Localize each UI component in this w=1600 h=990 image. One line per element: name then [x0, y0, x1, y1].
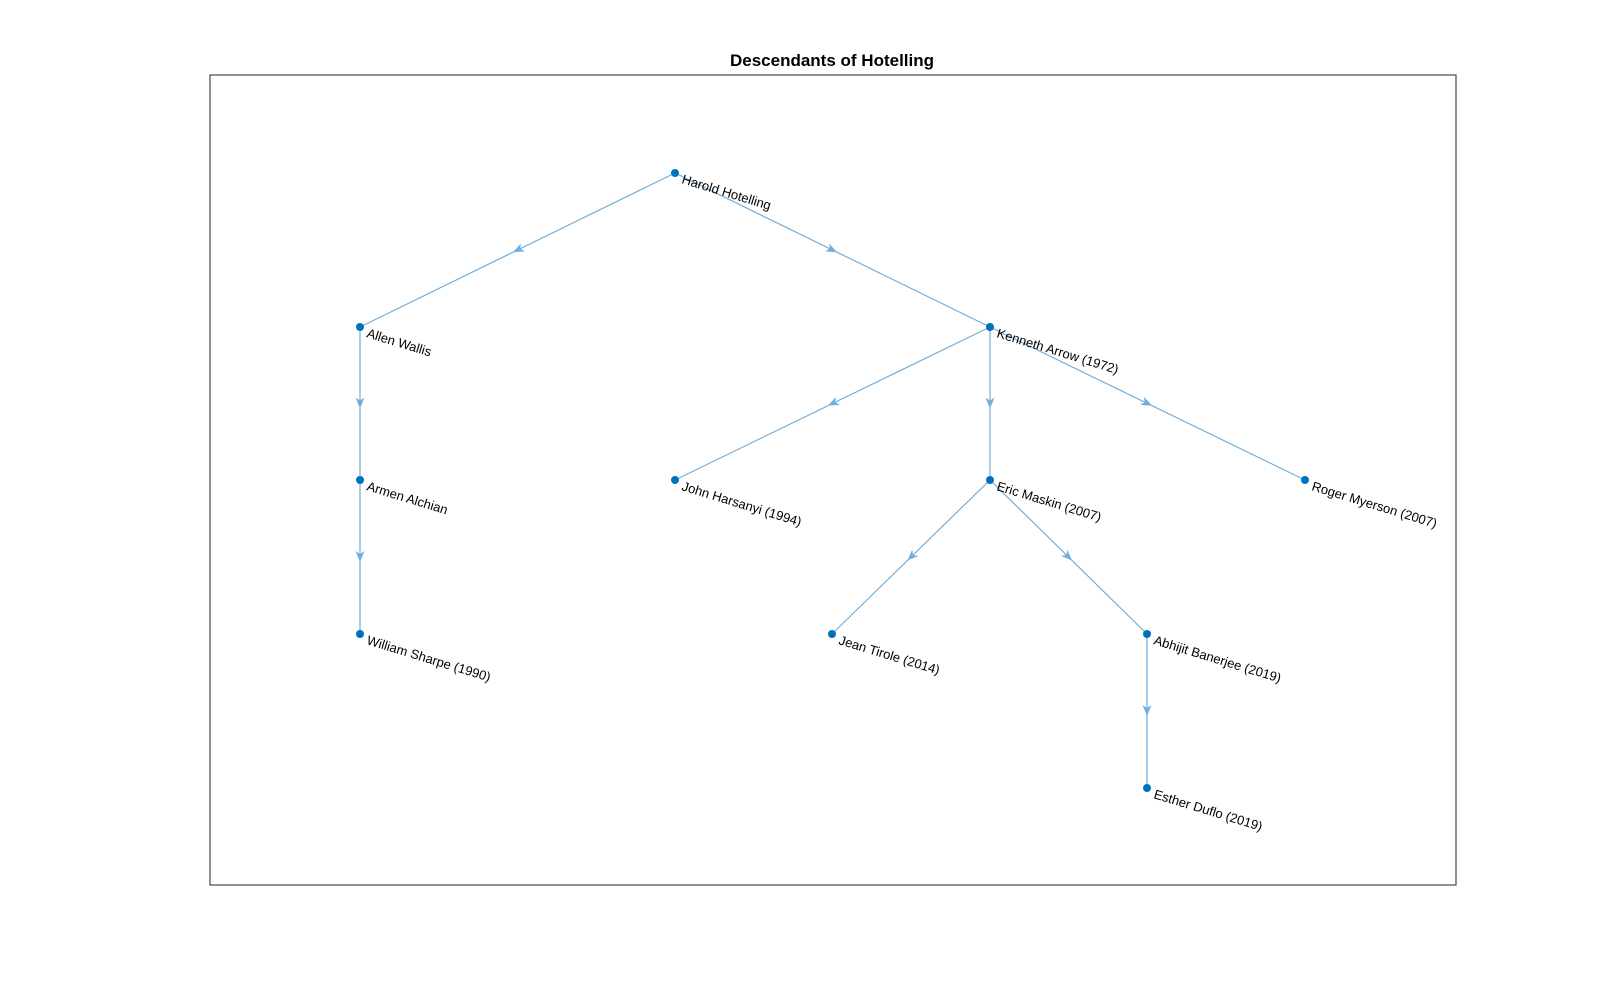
node-wallis[interactable] [356, 323, 364, 331]
graph-title: Descendants of Hotelling [730, 51, 934, 70]
arrowhead-wallis-to-alchian [355, 397, 365, 409]
node-alchian[interactable] [356, 476, 364, 484]
arrowhead-hotelling-to-arrow [825, 243, 837, 253]
arrowhead-maskin-to-tirole [907, 549, 919, 561]
node-sharpe[interactable] [356, 630, 364, 638]
arrowhead-banerjee-to-duflo [1142, 705, 1152, 716]
node-maskin[interactable] [986, 476, 994, 484]
edges-layer [355, 172, 1306, 788]
node-hotelling[interactable] [671, 169, 679, 177]
arrowhead-arrow-to-harsanyi [828, 396, 840, 406]
node-tirole[interactable] [828, 630, 836, 638]
node-banerjee[interactable] [1143, 630, 1151, 638]
node-harsanyi[interactable] [671, 476, 679, 484]
arrowhead-maskin-to-banerjee [1061, 549, 1073, 561]
arrowhead-hotelling-to-wallis [513, 243, 525, 253]
arrowhead-alchian-to-sharpe [355, 551, 365, 562]
node-arrow[interactable] [986, 323, 994, 331]
node-duflo[interactable] [1143, 784, 1151, 792]
node-myerson[interactable] [1301, 476, 1309, 484]
arrowhead-arrow-to-myerson [1140, 396, 1152, 406]
axes-box [209, 74, 1457, 886]
arrowhead-arrow-to-maskin [985, 397, 995, 409]
